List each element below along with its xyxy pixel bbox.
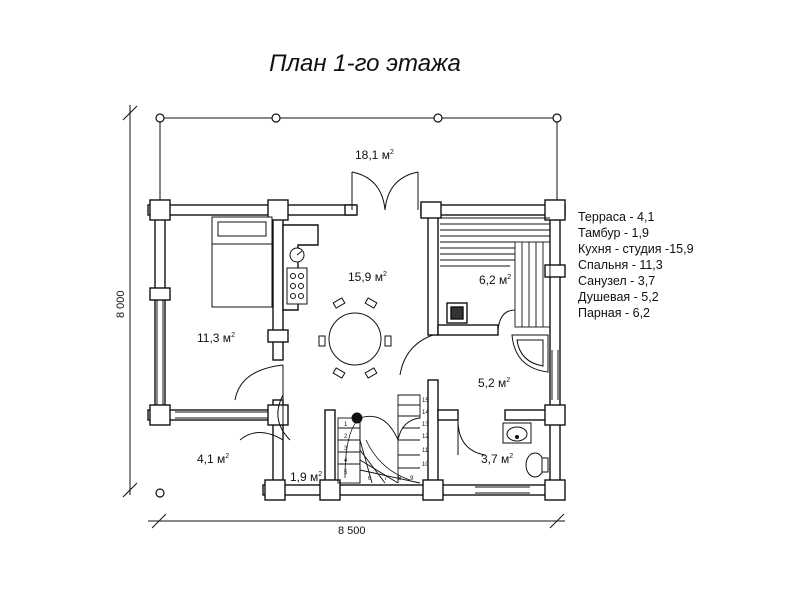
area-steam-room: 6,2 м2 — [479, 273, 511, 287]
stair-step-13: 13 — [422, 422, 429, 428]
area-kitchen: 15,9 м2 — [348, 270, 387, 284]
sauna-stove — [446, 302, 468, 324]
stair-step-7: 7 — [384, 476, 388, 482]
legend-item-kitchen: Кухня - студия -15,9 — [578, 242, 694, 256]
bed — [211, 216, 273, 308]
area-vestibule: 1,9 м2 — [290, 470, 322, 484]
bathroom-fixtures — [502, 422, 549, 478]
dimension-height-label: 8 000 — [115, 290, 127, 318]
area-shower: 5,2 м2 — [478, 376, 510, 390]
legend-item-bathroom: Санузел - 3,7 — [578, 274, 656, 288]
legend-item-shower: Душевая - 5,2 — [578, 290, 659, 304]
sauna-benches — [440, 217, 551, 328]
area-veranda: 18,1 м2 — [355, 148, 394, 162]
stair-step-8: 8 — [398, 476, 402, 482]
stair-step-9: 9 — [410, 476, 414, 482]
dining-table — [318, 297, 392, 379]
legend-item-bedroom: Спальня - 11,3 — [578, 258, 663, 272]
stair-step-12: 12 — [422, 434, 429, 440]
legend-item-steam: Парная - 6,2 — [578, 306, 650, 320]
stair-step-10: 10 — [422, 462, 429, 468]
room-area-legend: Терраса - 4,1 Тамбур - 1,9 Кухня - студи… — [578, 209, 694, 321]
veranda-double-door — [351, 171, 419, 211]
plan-title: План 1-го этажа — [269, 50, 461, 77]
stair-step-14: 14 — [422, 410, 429, 416]
stair-step-4: 4 — [344, 458, 348, 464]
dimension-line-height — [122, 105, 138, 498]
area-bathroom: 3,7 м2 — [481, 452, 513, 466]
stair-step-11: 11 — [422, 448, 429, 454]
shower-tray — [511, 334, 549, 373]
stair-step-1: 1 — [344, 422, 348, 428]
bedroom-window — [156, 300, 164, 405]
legend-item-vestibule: Тамбур - 1,9 — [578, 226, 649, 240]
veranda-outline — [159, 117, 558, 205]
veranda-posts — [155, 113, 562, 498]
stair-step-5: 5 — [344, 470, 348, 476]
stair-step-3: 3 — [344, 446, 348, 452]
area-bedroom: 11,3 м2 — [197, 331, 235, 345]
kitchen-stove — [286, 247, 308, 305]
interior-doors — [234, 309, 516, 456]
stair-step-15: 15 — [422, 398, 429, 404]
stair-step-2: 2 — [344, 434, 348, 440]
wall-windows — [175, 350, 559, 494]
staircase — [337, 394, 421, 484]
dimension-width-label: 8 500 — [338, 525, 366, 537]
stair-step-6: 6 — [368, 476, 372, 482]
area-terrace: 4,1 м2 — [197, 452, 229, 466]
dimension-line-width — [148, 513, 565, 529]
legend-item-terrace: Терраса - 4,1 — [578, 210, 655, 224]
